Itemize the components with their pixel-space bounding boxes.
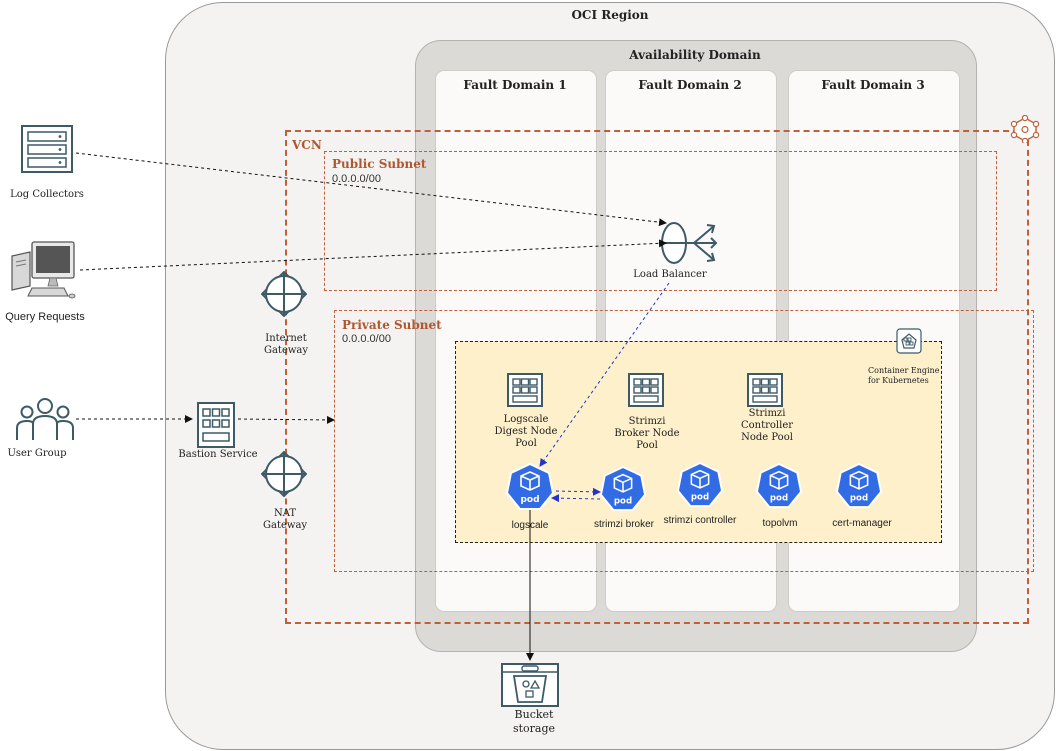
oci-region-title: OCI Region [571,8,649,22]
internet-gateway-icon[interactable] [261,271,307,317]
pod-label: cert-manager [832,518,892,529]
private-subnet-cidr: 0.0.0.0/00 [342,333,391,345]
server-rack-icon [20,124,74,174]
bastion-service-icon[interactable] [196,401,236,449]
user-group-icon [15,396,75,442]
internet-gateway-label: Internet Gateway [263,333,309,356]
user-group-label: User Group [7,448,67,459]
kubernetes-pod-icon[interactable]: pod [836,462,882,510]
node-pool-icon [506,372,544,408]
pod-label: strimzi broker [593,519,654,530]
pod-text: pod [691,492,709,502]
bastion-service-label: Bastion Service [178,449,258,460]
vcn-container [285,130,1029,624]
pod-text: pod [850,493,868,503]
availability-domain-title: Availability Domain [629,48,761,62]
fault-domain-1-title: Fault Domain 1 [463,78,567,92]
load-balancer-label: Load Balancer [633,269,707,280]
kubernetes-pod-icon[interactable]: pod [756,462,802,510]
node-pool-label: Strimzi Broker Node Pool [614,416,680,451]
kubernetes-pod-icon[interactable]: pod [600,465,646,513]
public-subnet-cidr: 0.0.0.0/00 [332,173,381,185]
private-subnet-container [334,310,1034,572]
kubernetes-pod-icon[interactable]: pod [677,461,723,509]
node-pool-label: Strimzi Controller Node Pool [740,408,794,443]
load-balancer-icon[interactable] [658,218,720,268]
pod-text: pod [614,496,632,506]
public-subnet-title: Public Subnet [332,157,427,171]
pod-label: topolvm [762,518,798,529]
nat-gateway-icon[interactable] [261,451,307,497]
pod-text: pod [520,495,539,505]
nat-gateway-label: NAT Gateway [263,508,308,531]
node-pool-label: Logscale Digest Node Pool [494,414,558,449]
fault-domain-2-title: Fault Domain 2 [638,78,742,92]
container-engine-label: Container Engine for Kubernetes [868,366,940,385]
vcn-icon [1010,115,1040,143]
pod-label: logscale [511,520,549,531]
node-pool-icon [627,372,665,408]
pod-label: strimzi controller [663,515,737,526]
bucket-storage-icon[interactable] [500,662,560,708]
pod-text: pod [770,493,788,503]
kubernetes-pod-icon[interactable]: pod [506,462,554,512]
node-pool-icon [746,372,784,408]
query-requests-label: Query Requests [5,311,85,323]
container-engine-icon [896,328,922,354]
log-collectors-label: Log Collectors [10,189,84,200]
desktop-computer-icon [10,238,78,302]
fault-domain-3-title: Fault Domain 3 [821,78,925,92]
vcn-title: VCN [292,138,322,152]
bucket-storage-label: Bucket storage [512,708,556,735]
private-subnet-title: Private Subnet [342,318,442,332]
